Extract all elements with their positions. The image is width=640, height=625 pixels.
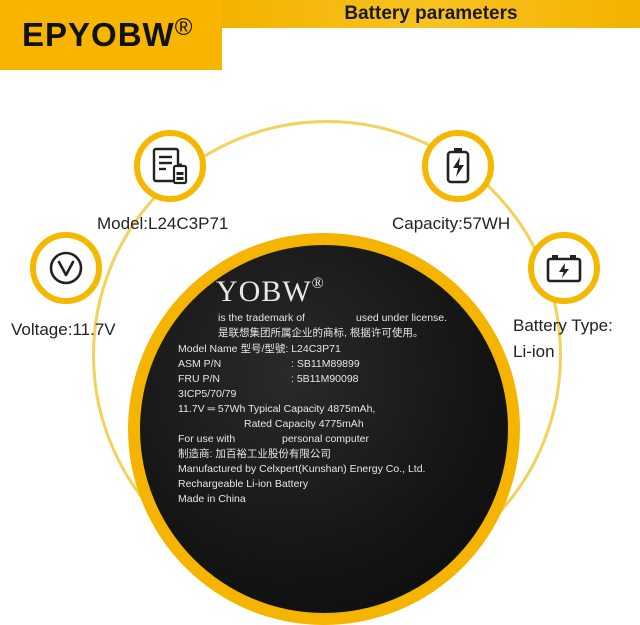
label-for-use-with: For use with: [178, 433, 236, 445]
brand-logo: EPYOBW®: [22, 14, 194, 53]
brand-banner: EPYOBW®: [0, 0, 222, 70]
label-trademark-right: used under license.: [356, 312, 448, 324]
battery-type-label: Battery Type:: [513, 316, 613, 335]
model-label: Model:L24C3P71: [97, 214, 229, 233]
label-rated-capacity: Rated Capacity 4775mAh: [244, 418, 364, 430]
label-trademark-left: is the trademark of: [218, 312, 305, 324]
model-icon-circle: [134, 130, 206, 202]
label-typical-capacity: 11.7V ═ 57Wh Typical Capacity 4875mAh,: [178, 403, 376, 415]
label-cells: 3ICP5/70/79: [178, 388, 237, 400]
label-chinese-trademark: 是联想集团所属企业的商标, 根据许可使用。: [218, 327, 424, 339]
voltage-label: Voltage:11.7V: [11, 320, 116, 339]
page-title: Battery parameters: [344, 3, 518, 24]
battery-type-value: Li-ion: [513, 342, 555, 361]
capacity-label: Capacity:57WH: [392, 214, 511, 233]
label-logo: YOBW®: [216, 275, 325, 308]
battery-label: YOBW® is the trademark of used under lic…: [140, 245, 508, 613]
battery-type-icon-circle: [528, 232, 600, 304]
label-personal-computer: personal computer: [282, 433, 369, 445]
voltage-icon-circle: [30, 232, 102, 304]
car-battery-icon: [546, 255, 582, 283]
label-fru-key: FRU P/N: [178, 373, 220, 385]
label-fru-value: : 5B11M90098: [291, 373, 359, 385]
capacity-icon-circle: [422, 130, 494, 202]
label-asm-key: ASM P/N: [178, 358, 222, 370]
label-rechargeable: Rechargeable Li-ion Battery: [178, 478, 309, 490]
label-made-in: Made in China: [178, 493, 246, 505]
label-manufacturer-cn: 制造商: 加百裕工业股份有限公司: [178, 448, 331, 460]
voltage-icon: [49, 251, 83, 285]
spec-sheet-icon: [152, 147, 188, 185]
header-banner: Battery parameters: [222, 0, 640, 28]
label-model-name: Model Name 型号/型號: L24C3P71: [178, 343, 341, 355]
label-asm-value: : SB11M89899: [291, 358, 360, 370]
label-manufactured-by: Manufactured by Celxpert(Kunshan) Energy…: [178, 463, 426, 475]
battery-charge-icon: [446, 148, 470, 184]
